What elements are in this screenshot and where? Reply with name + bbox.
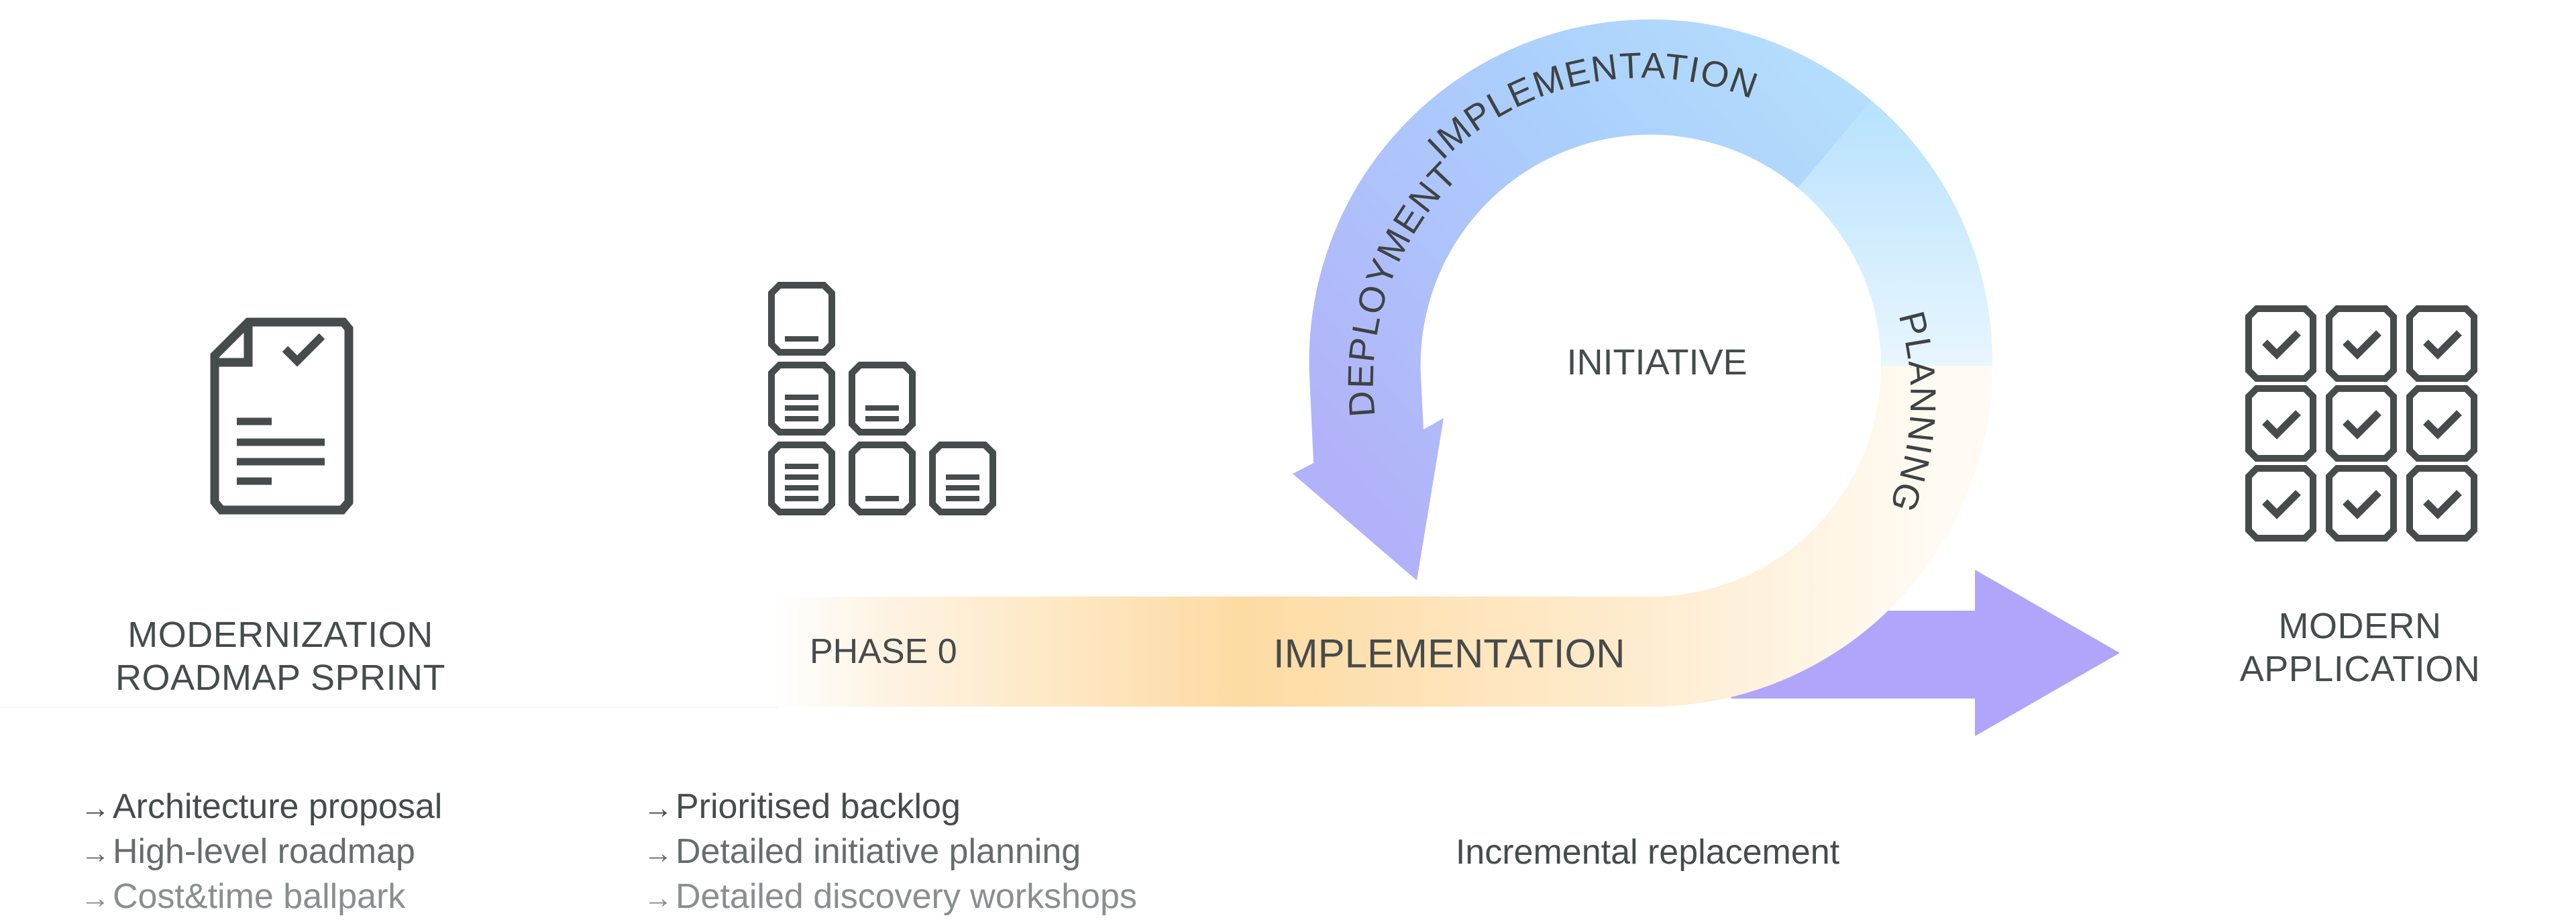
document-check-icon xyxy=(210,317,354,515)
check-icon xyxy=(2343,410,2381,440)
backlog-line xyxy=(865,496,899,501)
deliverable-item: →Detailed initiative planning xyxy=(643,830,1137,875)
checkbox-card xyxy=(2245,385,2316,462)
backlog-card xyxy=(929,442,996,515)
backlog-line xyxy=(785,496,818,501)
checkbox-card xyxy=(2326,465,2397,542)
backlog-line xyxy=(785,416,818,421)
deliverable-item: →Prioritised backlog xyxy=(643,785,1137,830)
arrow-right-icon: → xyxy=(80,882,110,915)
ring-planning-segment xyxy=(1798,101,1993,366)
check-icon xyxy=(2262,410,2301,440)
implementation-caption: Incremental replacement xyxy=(1455,833,1840,872)
stage-title-modern-application: MODERN APPLICATION xyxy=(2240,605,2481,691)
deliverable-item: →Cost&time ballpark xyxy=(80,875,442,920)
checkbox-card xyxy=(2245,465,2316,542)
stage-title-roadmap-sprint: MODERNIZATION ROADMAP SPRINT xyxy=(115,613,445,699)
deliverable-item: →High-level roadmap xyxy=(80,830,442,875)
check-icon xyxy=(2343,330,2381,360)
sprint-deliverables: →Architecture proposal →High-level roadm… xyxy=(80,785,442,920)
check-icon xyxy=(2423,410,2462,440)
backlog-line xyxy=(865,416,899,421)
backlog-line xyxy=(785,395,818,400)
check-icon xyxy=(2262,490,2301,519)
deliverable-text: Cost&time ballpark xyxy=(113,877,406,916)
arrow-right-icon: → xyxy=(643,882,673,915)
deliverable-item: →Architecture proposal xyxy=(80,785,442,830)
check-icon xyxy=(2423,490,2462,519)
backlog-line xyxy=(785,336,818,342)
deliverable-text: High-level roadmap xyxy=(113,832,415,871)
checkbox-card xyxy=(2406,385,2477,462)
backlog-line xyxy=(785,464,818,469)
band-label-phase-0: PHASE 0 xyxy=(810,632,957,671)
deliverable-item: →Detailed discovery workshops xyxy=(643,875,1137,920)
backlog-line xyxy=(865,405,899,411)
deliverable-text: Prioritised backlog xyxy=(676,787,961,826)
checkbox-card xyxy=(2245,305,2316,382)
arrow-right-icon: → xyxy=(643,837,673,870)
check-icon xyxy=(2423,330,2462,360)
loop-center-label: INITIATIVE xyxy=(1566,342,1748,382)
backlog-card xyxy=(768,442,835,515)
backlog-card xyxy=(768,282,835,356)
checkbox-card xyxy=(2406,305,2477,382)
backlog-card xyxy=(849,362,916,436)
arrow-right-icon: → xyxy=(80,837,110,870)
backlog-line xyxy=(785,474,818,480)
arrow-right-icon: → xyxy=(643,792,673,825)
backlog-card xyxy=(768,362,835,436)
backlog-line xyxy=(785,485,818,491)
deliverable-text: Detailed initiative planning xyxy=(676,832,1081,871)
backlog-line xyxy=(946,496,979,501)
deliverable-text: Architecture proposal xyxy=(113,787,443,826)
checkbox-card xyxy=(2326,385,2397,462)
checkbox-card xyxy=(2406,465,2477,542)
backlog-line xyxy=(785,405,818,411)
implementation-band xyxy=(773,366,1992,707)
check-icon xyxy=(2262,330,2301,360)
checklist-grid-icon xyxy=(2245,305,2477,542)
arrow-right-icon: → xyxy=(80,792,110,825)
backlog-line xyxy=(946,474,979,480)
stage-title-line: APPLICATION xyxy=(2239,649,2481,689)
backlog-line xyxy=(946,485,979,491)
backlog-stack-icon xyxy=(768,282,996,515)
backlog-card xyxy=(849,442,916,515)
phase0-deliverables: →Prioritised backlog →Detailed initiativ… xyxy=(643,785,1137,920)
stage-title-line: ROADMAP SPRINT xyxy=(115,658,446,698)
stage-title-line: MODERN xyxy=(2278,606,2442,646)
band-label-implementation: IMPLEMENTATION xyxy=(1273,631,1625,676)
baseline-divider xyxy=(0,707,778,708)
checkbox-card xyxy=(2326,305,2397,382)
check-icon xyxy=(2343,490,2381,519)
stage-title-line: MODERNIZATION xyxy=(127,615,433,655)
ring-deployment-segment xyxy=(1293,19,1872,580)
deliverable-text: Detailed discovery workshops xyxy=(676,877,1137,916)
